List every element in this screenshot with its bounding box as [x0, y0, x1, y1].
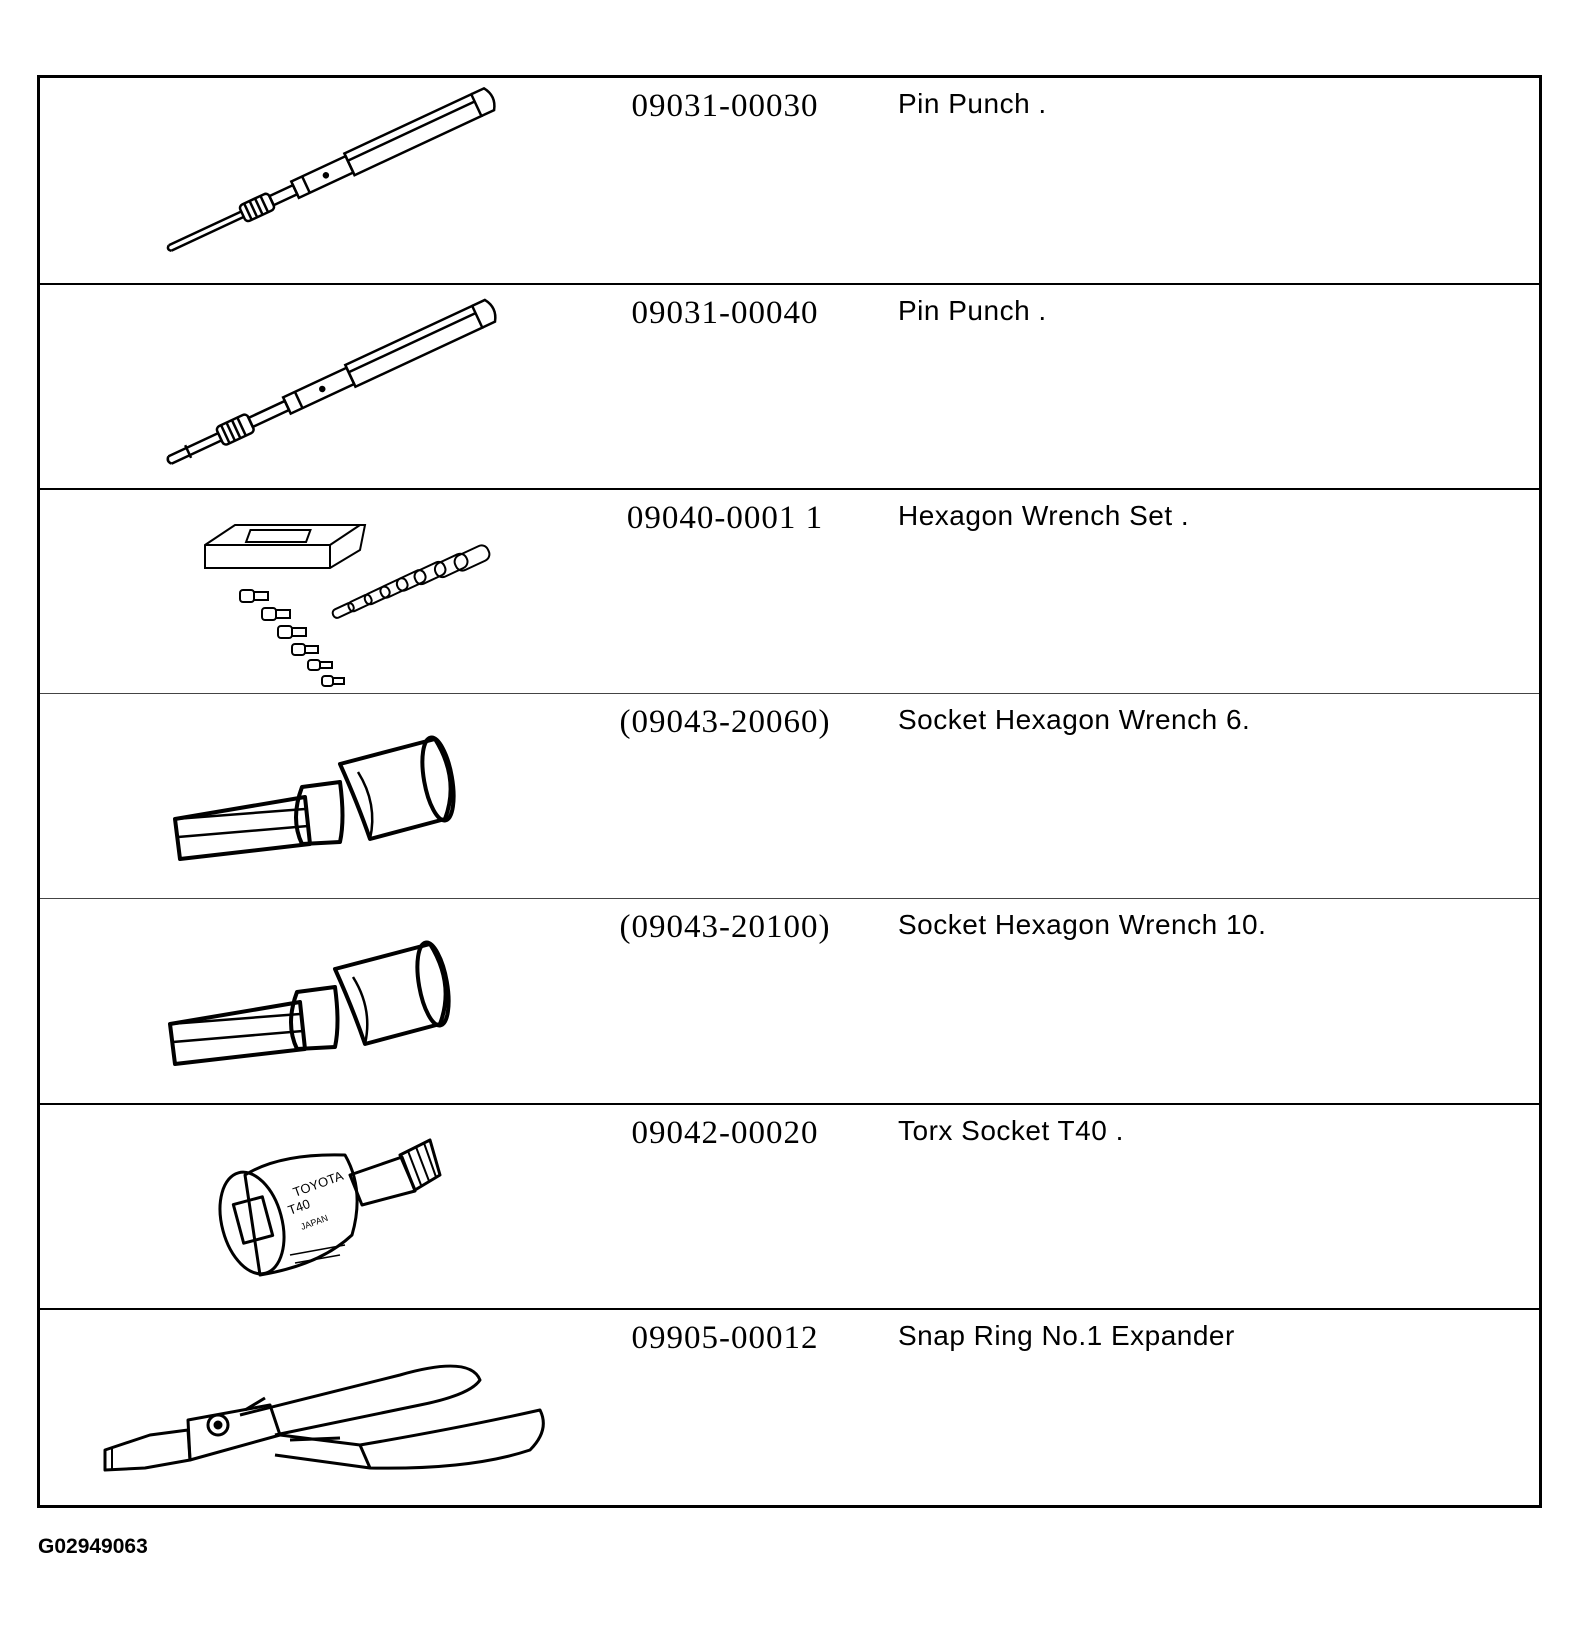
tool-name: Socket Hexagon Wrench 10. — [898, 909, 1267, 940]
snap-ring-expander-illustration — [40, 1310, 600, 1513]
figure-id: G02949063 — [38, 1535, 148, 1558]
part-number: (09043-20060) — [619, 704, 831, 740]
tool-name: Torx Socket T40 . — [898, 1115, 1124, 1146]
part-number: 09042-00020 — [631, 1115, 819, 1151]
table-row: (09043-20060) Socket Hexagon Wrench 6. — [40, 693, 1539, 898]
socket-hexagon-wrench-illustration — [40, 899, 600, 1102]
table-row: TOYOTA T40 JAPAN 09042-00020 Torx Socket… — [40, 1103, 1539, 1308]
table-row: (09043-20100) Socket Hexagon Wrench 10. — [40, 898, 1539, 1103]
tool-name: Pin Punch . — [898, 295, 1047, 326]
special-tools-table: 09031-00030 Pin Punch . — [37, 75, 1542, 1508]
socket-marking: JAPAN — [299, 1213, 329, 1232]
pin-punch-illustration — [40, 285, 600, 488]
table-row: 09031-00040 Pin Punch . — [40, 283, 1539, 488]
pin-punch-illustration — [40, 78, 600, 281]
part-number: (09043-20100) — [619, 909, 831, 945]
torx-socket-illustration: TOYOTA T40 JAPAN — [40, 1105, 600, 1308]
tool-name: Hexagon Wrench Set . — [898, 500, 1190, 531]
socket-marking: T40 — [286, 1196, 312, 1218]
part-number: 09905-00012 — [631, 1320, 819, 1356]
table-row: 09031-00030 Pin Punch . — [40, 78, 1539, 283]
part-number: 09040-0001 1 — [626, 500, 824, 536]
part-number: 09031-00030 — [631, 88, 819, 124]
socket-hexagon-wrench-illustration — [40, 694, 600, 897]
table-row: 09905-00012 Snap Ring No.1 Expander — [40, 1308, 1539, 1513]
tool-name: Pin Punch . — [898, 88, 1047, 119]
socket-marking: TOYOTA — [291, 1168, 346, 1200]
tool-name: Snap Ring No.1 Expander — [898, 1320, 1235, 1351]
part-number: 09031-00040 — [631, 295, 819, 331]
tool-name: Socket Hexagon Wrench 6. — [898, 704, 1251, 735]
table-row: 09040-0001 1 Hexagon Wrench Set . — [40, 488, 1539, 693]
hexagon-wrench-set-illustration — [40, 490, 600, 693]
